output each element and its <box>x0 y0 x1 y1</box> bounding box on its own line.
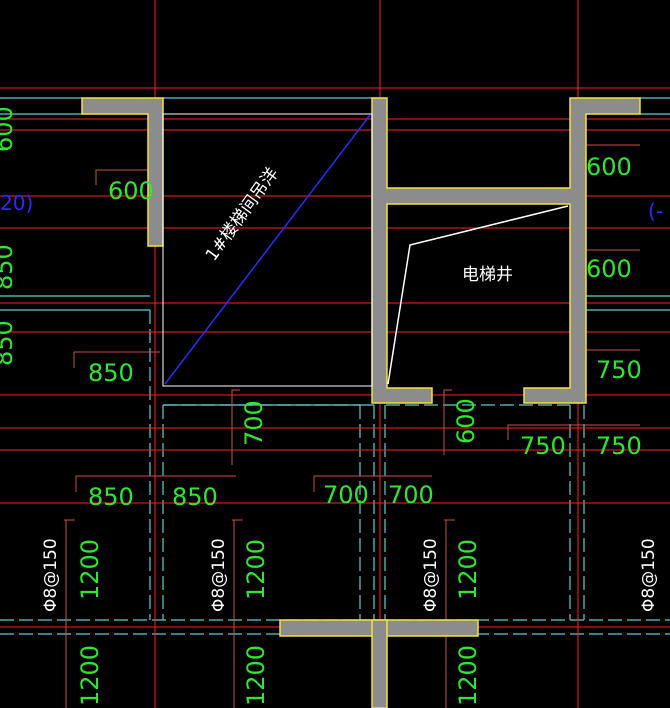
dim-20-edge: 20) <box>0 191 33 215</box>
dim-850-bottom-a: 850 <box>88 483 134 511</box>
wall-bottom-column <box>371 619 388 708</box>
stair-shaft-label: 1#楼梯间吊洋 <box>202 164 283 265</box>
dim-600-left: 600 <box>108 177 154 205</box>
dimension-texts: 600 600 600 850 750 750 750 850 850 700 … <box>0 153 663 511</box>
dim-850-bottom-b: 850 <box>172 483 218 511</box>
dim-600-bottom-vertical: 600 <box>452 398 480 444</box>
rebar-texts: Φ8@150 Φ8@150 Φ8@150 Φ8@150 <box>41 538 659 612</box>
elevator-shaft[interactable]: 电梯井 <box>387 205 569 385</box>
dim-1200-2: 1200 <box>242 539 270 600</box>
elevator-shaft-label: 电梯井 <box>462 265 513 285</box>
wall-left-top <box>81 97 164 247</box>
dim-700-bottom-b: 700 <box>388 481 434 509</box>
dimension-lines <box>64 144 640 708</box>
dim-850-edge-lower: 850 <box>0 320 18 366</box>
elevator-marker-line <box>387 205 569 385</box>
dim-750-bottom-b: 750 <box>596 432 642 460</box>
dim-1200-1: 1200 <box>76 539 104 600</box>
dim-850-edge-upper: 850 <box>0 244 18 290</box>
dim-600-edge-top: 600 <box>0 106 18 152</box>
dim-1200-3: 1200 <box>454 539 482 600</box>
stair-shaft[interactable]: 1#楼梯间吊洋 <box>162 113 373 387</box>
rebar-spec-3: Φ8@150 <box>421 538 441 612</box>
dim-850-left: 850 <box>88 359 134 387</box>
dim-1200-5: 1200 <box>242 645 270 706</box>
stair-shaft-outline <box>162 113 373 387</box>
dim-600-right-mid: 600 <box>586 255 632 283</box>
rebar-spec-4: Φ8@150 <box>639 538 659 612</box>
cyan-outlines <box>0 97 670 635</box>
dim-750-bottom-a: 750 <box>520 432 566 460</box>
dim-1200-6: 1200 <box>454 645 482 706</box>
rebar-spec-2: Φ8@150 <box>209 538 229 612</box>
walls <box>81 97 641 708</box>
stair-shaft-diagonal <box>164 114 371 385</box>
dim-700-vertical: 700 <box>240 400 268 446</box>
dim-right-partial: (- <box>648 199 663 223</box>
dim-750-right: 750 <box>596 356 642 384</box>
wall-center-column <box>371 97 641 404</box>
rebar-spec-1: Φ8@150 <box>41 538 61 612</box>
vertical-dimension-texts: 700 600 600 850 850 1200 1200 1200 1200 … <box>0 106 482 706</box>
dim-700-bottom-a: 700 <box>323 481 369 509</box>
dim-600-right-top: 600 <box>586 153 632 181</box>
dim-1200-4: 1200 <box>76 645 104 706</box>
